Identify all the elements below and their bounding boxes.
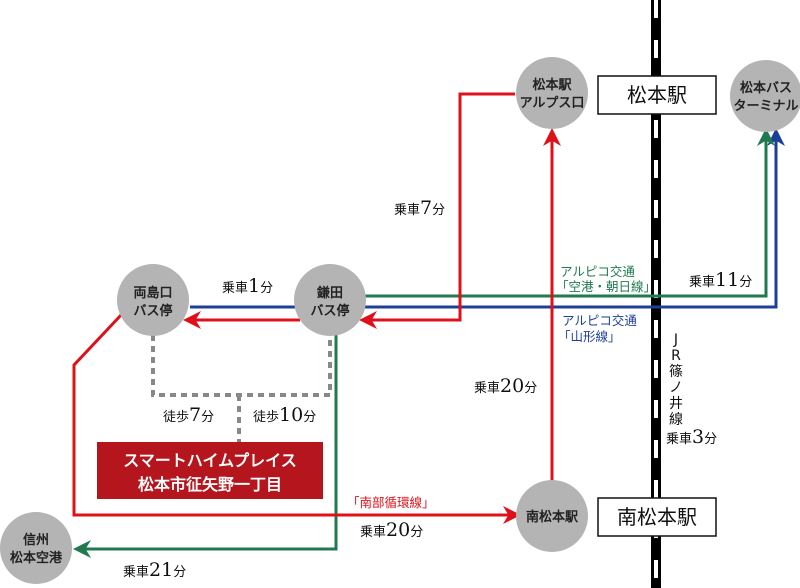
green-route-line-terminal [365, 128, 775, 298]
time-minami-to-alps: 乗車20分 [474, 375, 537, 397]
destination-name: スマートハイムプレイス [123, 451, 296, 470]
route-label-alpico-yamagata-name: 「山形線」 [558, 329, 621, 344]
route-label-nanbu-loop: 「南部循環線」 [347, 495, 435, 510]
svg-text:R: R [671, 348, 681, 364]
time-kamada-to-terminal: 乗車11分 [689, 269, 752, 291]
svg-text:徒歩10分: 徒歩10分 [253, 404, 316, 426]
red-route-loop [72, 312, 521, 524]
node-minami-matsumoto[interactable]: 南松本駅 [516, 480, 588, 552]
station-box-minami-matsumoto[interactable]: 南松本駅 [597, 497, 717, 537]
svg-text:乗車20分: 乗車20分 [474, 375, 537, 397]
time-alps-to-kamada: 乗車7分 [394, 197, 445, 219]
destination-box[interactable]: スマートハイムプレイス 松本市征矢野一丁目 [97, 442, 323, 499]
node-ryoshimaguchi[interactable]: 両島口 バス停 [117, 264, 189, 336]
time-kamada-to-airport: 乗車21分 [123, 559, 186, 581]
route-label-alpico-asahi: アルピコ交通 [560, 264, 635, 279]
jr-line-label: J R 篠 ノ 井 線 [669, 332, 683, 428]
svg-text:徒歩7分: 徒歩7分 [163, 404, 214, 426]
node-label: バス停 [133, 303, 172, 319]
node-matsumoto-bus-terminal[interactable]: 松本バス ターミナル [730, 60, 800, 132]
walk-time-kamada: 徒歩10分 [253, 404, 316, 426]
station-label: 南松本駅 [617, 505, 697, 529]
node-label: 両島口 [133, 285, 172, 301]
svg-text:乗車3分: 乗車3分 [666, 426, 717, 448]
green-route-line-airport [73, 335, 338, 558]
svg-text:乗車11分: 乗車11分 [689, 269, 752, 291]
time-kamada-to-ryoshima: 乗車1分 [222, 275, 273, 297]
svg-text:乗車20分: 乗車20分 [360, 519, 423, 541]
node-matsumoto-alps[interactable]: 松本駅 アルプス口 [516, 57, 588, 129]
destination-address: 松本市征矢野一丁目 [138, 475, 282, 494]
node-label: 信州 [23, 532, 49, 548]
station-label: 松本駅 [627, 83, 687, 107]
walk-time-ryoshima: 徒歩7分 [163, 404, 214, 426]
walk-path [151, 335, 332, 397]
time-loop-to-minami: 乗車20分 [360, 519, 423, 541]
node-label: 鎌田 [316, 285, 343, 301]
svg-text:乗車1分: 乗車1分 [222, 275, 273, 297]
time-jr-ride: 乗車3分 [666, 426, 717, 448]
station-box-matsumoto[interactable]: 松本駅 [597, 75, 717, 115]
svg-text:ノ: ノ [669, 380, 683, 396]
node-label: 松本空港 [10, 550, 63, 566]
node-shinshu-airport[interactable]: 信州 松本空港 [0, 512, 72, 584]
svg-text:線: 線 [669, 412, 683, 428]
node-label: 南松本駅 [526, 509, 579, 525]
node-label: ターミナル [733, 99, 798, 114]
blue-route-line [190, 128, 785, 309]
svg-text:井: 井 [669, 396, 683, 412]
svg-text:J: J [673, 332, 678, 348]
route-label-alpico-asahi-name: 「空港・朝日線」 [556, 279, 656, 294]
svg-text:乗車7分: 乗車7分 [394, 197, 445, 219]
route-label-alpico-yamagata: アルピコ交通 [562, 313, 637, 328]
node-label: アルプス口 [520, 96, 585, 111]
node-label: 松本駅 [532, 77, 572, 93]
node-kamada[interactable]: 鎌田 バス停 [294, 264, 366, 336]
svg-text:乗車21分: 乗車21分 [123, 559, 186, 581]
node-label: 松本バス [740, 80, 792, 96]
node-label: バス停 [310, 303, 349, 319]
svg-text:篠: 篠 [669, 364, 683, 380]
red-route-alps-to-kamada [359, 92, 515, 329]
